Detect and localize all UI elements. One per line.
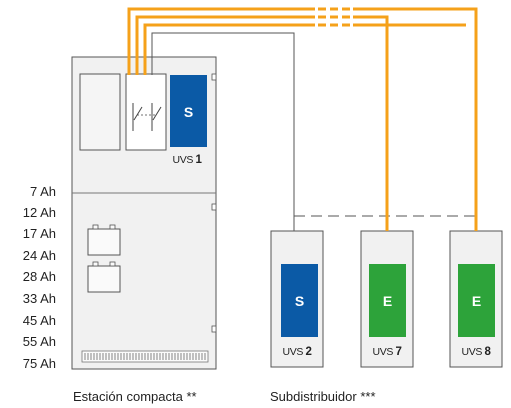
uvs-label: UVS 1 — [173, 154, 203, 166]
module-s-panel — [170, 75, 207, 147]
uvs-label: UVS 2 — [283, 346, 312, 358]
unit-e-panel — [458, 264, 495, 337]
unit-letter: E — [472, 293, 481, 309]
ventilation-grille — [81, 350, 209, 363]
battery-icon — [87, 261, 121, 293]
uvs-label: UVS 8 — [462, 346, 492, 358]
unit-letter: S — [295, 293, 304, 309]
battery-icon — [87, 224, 121, 256]
subdistributor-caption: Subdistribuidor *** — [270, 389, 376, 404]
subdistributor-unit: E UVS 7 — [360, 230, 414, 368]
battery-capacity-list: 7 Ah 12 Ah 17 Ah 24 Ah 28 Ah 33 Ah 45 Ah… — [23, 184, 56, 371]
compact-station-caption: Estación compacta ** — [73, 389, 197, 404]
switch-module — [125, 73, 167, 151]
capacity-label: 33 Ah — [23, 291, 56, 306]
hinge-icon — [211, 203, 217, 211]
unit-e-panel — [369, 264, 406, 337]
capacity-label: 17 Ah — [23, 226, 56, 241]
orange-cables — [127, 7, 478, 231]
capacity-label: 28 Ah — [23, 269, 56, 284]
unit-letter: E — [383, 293, 392, 309]
subdistributor-unit: E UVS 8 — [449, 230, 503, 368]
capacity-label: 7 Ah — [30, 184, 56, 199]
empty-panel — [79, 73, 121, 151]
capacity-label: 75 Ah — [23, 356, 56, 371]
unit-s-panel — [281, 264, 318, 337]
capacity-label: 45 Ah — [23, 313, 56, 328]
capacity-label: 12 Ah — [23, 205, 56, 220]
capacity-label: 24 Ah — [23, 248, 56, 263]
module-letter: S — [184, 104, 193, 120]
compact-station-cabinet: S UVS 1 — [71, 56, 217, 370]
subdistributor-unit: S UVS 2 — [270, 230, 324, 368]
hinge-icon — [211, 325, 217, 333]
capacity-label: 55 Ah — [23, 334, 56, 349]
uvs-label: UVS 7 — [373, 346, 402, 358]
hinge-icon — [211, 73, 217, 81]
